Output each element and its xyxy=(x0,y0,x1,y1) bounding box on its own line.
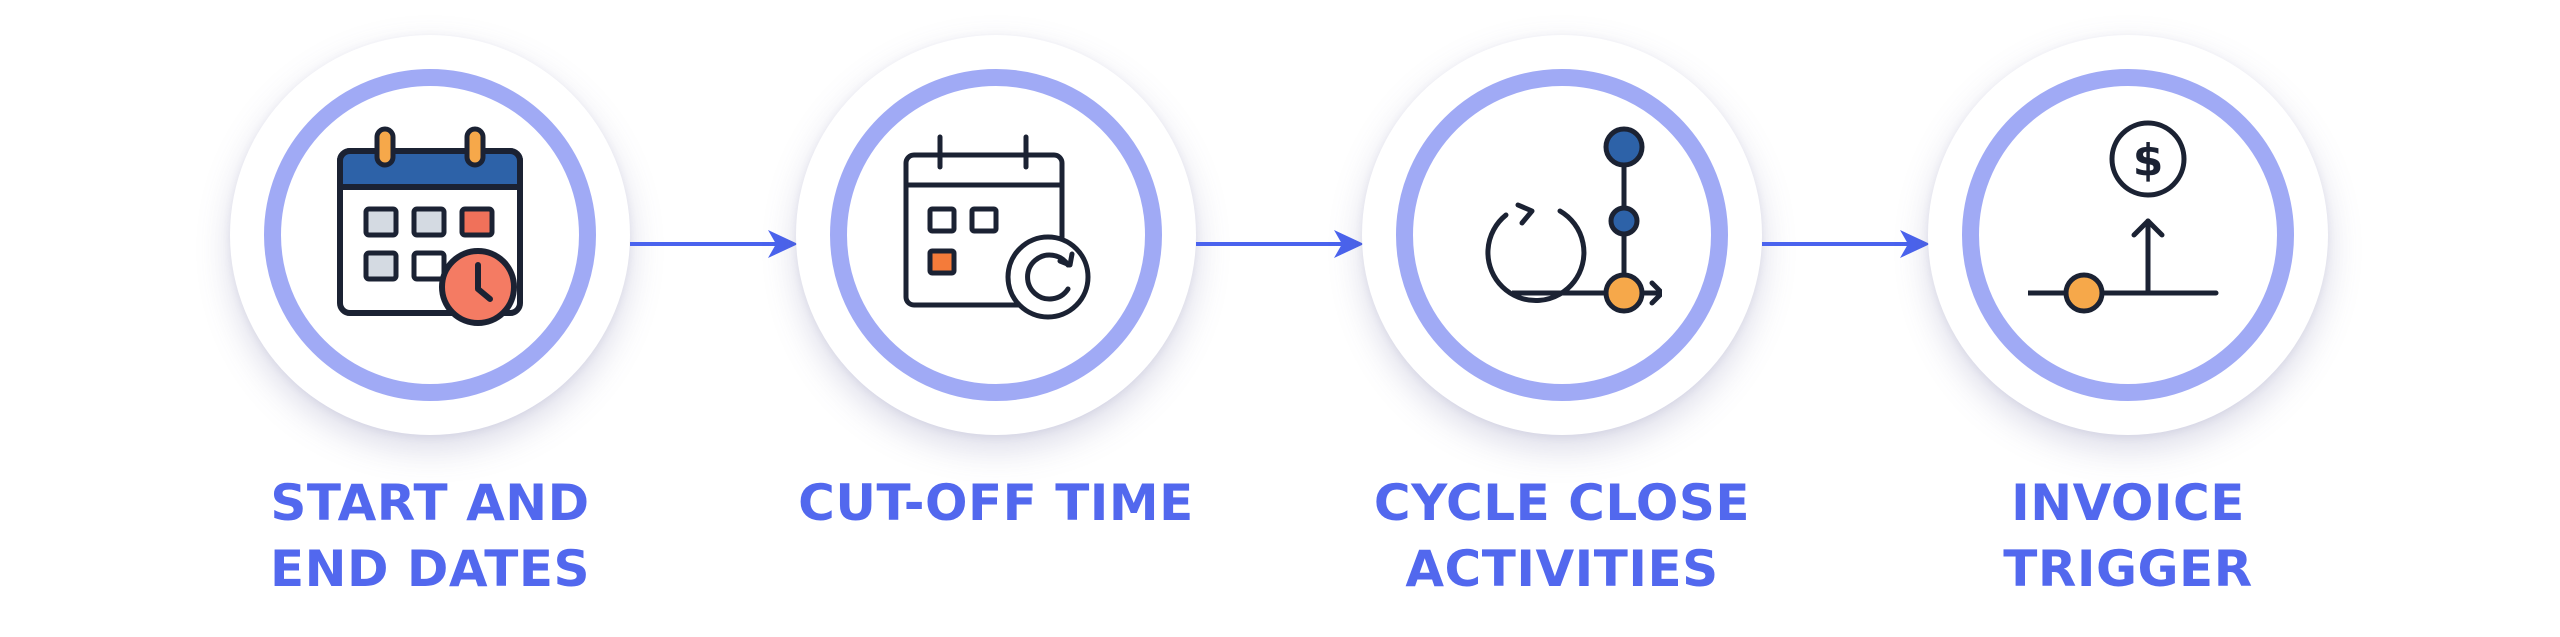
calendar-clock-icon xyxy=(330,115,530,355)
arrow-connector xyxy=(630,226,800,262)
dollar-trigger-icon: $ xyxy=(2028,115,2228,355)
step-label: START AND END DATES xyxy=(200,470,660,602)
step-label-line: CUT-OFF TIME xyxy=(798,474,1194,532)
step-label-line: INVOICE xyxy=(2011,474,2245,532)
arrow-connector xyxy=(1762,226,1932,262)
step-cut-off-time: CUT-OFF TIME xyxy=(766,0,1226,637)
step-label-line: END DATES xyxy=(269,540,590,598)
step-label-line: TRIGGER xyxy=(2003,540,2253,598)
arrow-connector xyxy=(1196,226,1366,262)
step-label: CUT-OFF TIME xyxy=(766,470,1226,536)
step-label-line: START AND xyxy=(270,474,590,532)
step-label: CYCLE CLOSE ACTIVITIES xyxy=(1332,470,1792,602)
step-invoice-trigger: $ INVOICE TRIGGER xyxy=(1898,0,2358,637)
step-label: INVOICE TRIGGER xyxy=(1898,470,2358,602)
cycle-flow-icon xyxy=(1462,115,1662,355)
calendar-refresh-icon xyxy=(896,115,1096,355)
step-cycle-close-activities: CYCLE CLOSE ACTIVITIES xyxy=(1332,0,1792,637)
svg-text:$: $ xyxy=(2133,135,2164,186)
step-label-line: ACTIVITIES xyxy=(1405,540,1719,598)
step-label-line: CYCLE CLOSE xyxy=(1373,474,1751,532)
step-start-end-dates: START AND END DATES xyxy=(200,0,660,637)
